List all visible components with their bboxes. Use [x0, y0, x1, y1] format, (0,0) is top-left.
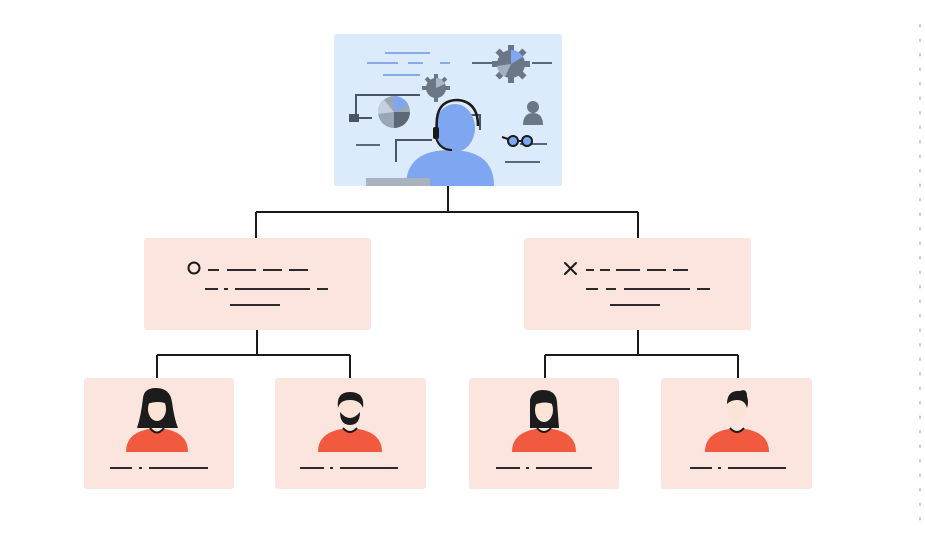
connector-right-branch [544, 330, 739, 378]
branch-text-lines [586, 269, 710, 306]
leaf-node-3 [469, 378, 619, 489]
glasses-icon [501, 135, 533, 147]
root-text-lines [367, 52, 450, 76]
gear-icon [492, 45, 530, 83]
branch-node-right [524, 238, 751, 330]
woman-avatar-icon [126, 388, 188, 452]
circle-icon [187, 261, 201, 275]
branch-node-left [144, 238, 371, 330]
leaf-node-2 [275, 378, 426, 489]
root-node [334, 34, 562, 186]
connector-root-to-branches [255, 186, 639, 238]
connector-left-branch [156, 330, 351, 378]
leaf-node-1 [84, 378, 234, 489]
man-avatar-icon [705, 390, 769, 452]
keyboard-icon [366, 178, 430, 186]
support-agent-icon [406, 98, 494, 186]
leaf-node-4 [661, 378, 812, 489]
woman-avatar-icon [512, 390, 576, 452]
x-mark-icon [564, 262, 577, 275]
gear-icon [422, 74, 450, 102]
mini-person-icon [523, 101, 543, 125]
pie-chart-icon [377, 95, 410, 128]
connectors [156, 186, 739, 378]
branch-text-lines [205, 269, 328, 306]
bearded-man-avatar-icon [318, 392, 382, 452]
